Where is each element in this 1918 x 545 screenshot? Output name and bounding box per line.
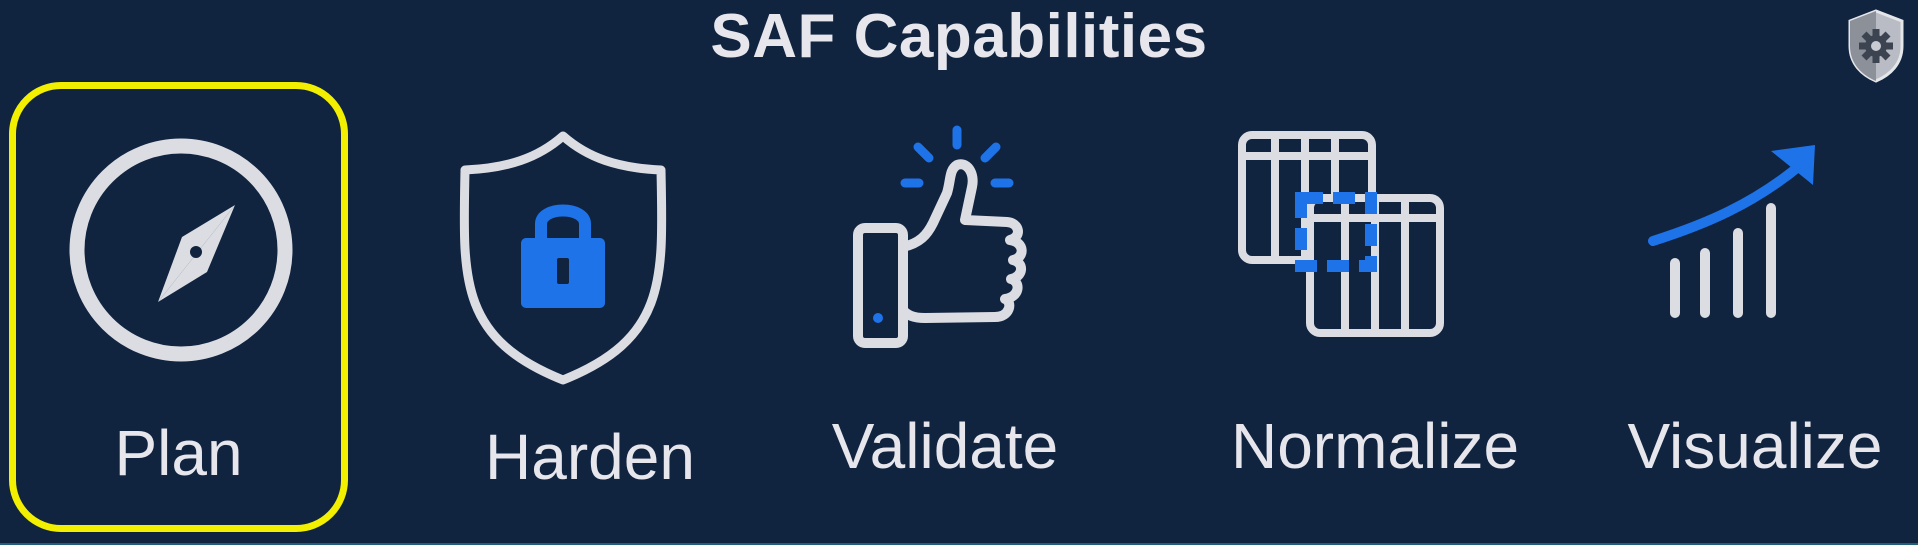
- capability-visualize[interactable]: Visualize: [1610, 0, 1900, 545]
- capability-label-visualize: Visualize: [1627, 410, 1883, 482]
- trend-chart-icon: [1648, 145, 1815, 318]
- compass-icon: [69, 138, 293, 362]
- capability-normalize[interactable]: Normalize: [1210, 0, 1540, 545]
- shield-gear-icon: [1848, 9, 1904, 83]
- capability-label-harden: Harden: [485, 421, 695, 493]
- selection-outline: [9, 82, 348, 532]
- capability-label-validate: Validate: [831, 410, 1059, 482]
- capability-harden[interactable]: Harden: [400, 0, 780, 545]
- table-merge-icon: [1238, 131, 1444, 337]
- shield-lock-icon: [459, 131, 667, 385]
- thumbs-up-icon: [853, 125, 1027, 348]
- capability-label-plan: Plan: [114, 417, 243, 489]
- capability-validate[interactable]: Validate: [800, 0, 1090, 545]
- page-title: SAF Capabilities: [710, 2, 1208, 71]
- capability-label-normalize: Normalize: [1230, 410, 1520, 482]
- divider: [0, 543, 1918, 545]
- capability-plan[interactable]: Plan: [9, 0, 348, 545]
